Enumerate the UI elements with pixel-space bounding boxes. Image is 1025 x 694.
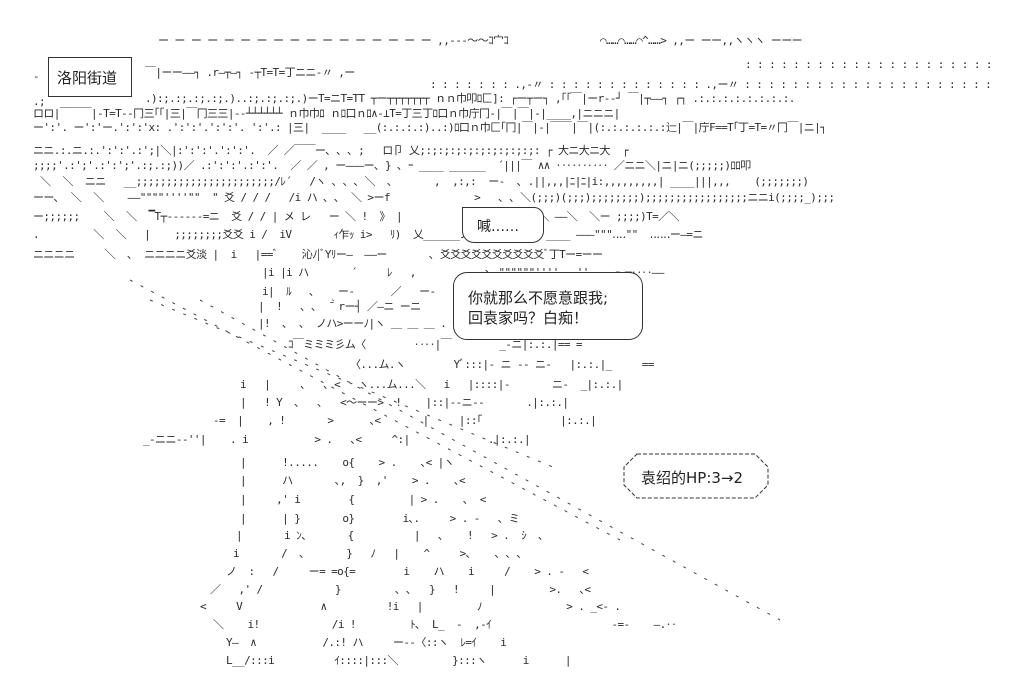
aa-art-line: ／ ,' / } ､ ､ } ! | >. ､< — [210, 583, 591, 596]
speech-line-1: 你就那么不愿意跟我; — [468, 289, 609, 307]
aa-art-line: -= | , ! > ､< | |::｢ |:.:.| — [213, 414, 597, 427]
aa-art-line: | | } o} i､. > . - ､ ミ — [240, 512, 520, 525]
aa-art-line: .; — [33, 95, 46, 108]
main-speech-bubble: 你就那么不愿意跟我; 回袁家吗？白痴！ — [453, 272, 643, 340]
location-label-box: 洛阳街道 — [48, 57, 132, 97]
slash-line — [149, 299, 561, 471]
slash-line — [199, 299, 781, 621]
aa-art-line: | !..... o{ > . ､< |ヽ — [240, 456, 455, 469]
aa-art-line: L__/:::i ｲ::::|:::＼ }:::ヽ i | — [226, 654, 572, 667]
aa-art-line: ￣|ーー――┐ .r―┬―┐ -┬T=T=丁ニニ-〃 ,ー — [145, 66, 355, 79]
aa-art-line: ＼ i! /i ! ﾄ､ L_ - ,-ｲ -=- ―.‥ — [213, 618, 677, 631]
aa-art-line: Y― ∧ /.:! ハ ー--〈::ヽ ﾚ=ｲ i — [226, 636, 507, 649]
aa-art-line: 〈...ム.ヽ Yﾞ:::|- ニ -- ニ- |:.:.|_ == — [350, 358, 654, 371]
aa-art-line: | ! ､ ､ ̄｀rー┤ ／―ニ ーニ — [258, 300, 421, 313]
aa-art-line: i / ､ } ﾉ | ^ >､ ､ ､ ､ — [233, 547, 522, 560]
aa-art-line: ノ : / ー= =o{= i ハ i / > . - < — [226, 565, 589, 578]
aa-art-line: ロロ|￣￣￣|-T=T--冂三｢｢|三|￣冂三三|--┴┴┴┴┴┴ ｎ巾巾ﾛ ｎ… — [33, 107, 620, 120]
aa-art-line: ＼ ＼ ニニ __;;;;;;;;;;;;;;;;;;;;;;;/ﾚ´ /ヽ ､… — [40, 175, 809, 188]
hp-box-frame — [623, 453, 769, 499]
aa-art-line: ニニ.:.ニ.:.':':'.:';|＼|:':':'.':':'. ／ ／￣￣… — [33, 144, 629, 157]
aa-art-line: | ハ ､, } ,' > . ､< — [240, 474, 466, 487]
aa-art-line: ー ー ー ー ー ー ー ー ー ー ー ー ー ー ー ー ー ,,---～… — [158, 34, 509, 47]
aa-art-line: ニニニニ ＼ ､ ニニニニ爻淡 | i |==ﾞ 沁ﾉ|ﾞYﾘー― ――ー ､ … — [33, 248, 603, 261]
aa-art-line: . ＼ ＼ | ;;;;;;;;爻爻 i / iV ｨ乍ｯ i> ﾘ) 乂___… — [33, 228, 703, 241]
aa-art-line: ーー､ ＼ ＼ ――""""''''"" " 爻 / / / /i ハ ､ ､ … — [33, 191, 835, 204]
aa-art-line: : : : : : : : .,-〃 : : : : : : : : : : :… — [430, 78, 992, 91]
small-bubble-text: 喊…… — [477, 219, 519, 235]
aa-art-line: ｺ￣ミミミ彡ム〈 ‥‥|￣ _-ニ|:.:.|== = — [288, 338, 583, 351]
hp-status-text: 袁绍的HP:3→2 — [641, 469, 744, 487]
aa-art-line: ⌒……⌒……⌒^……> ,,ー ーー,,ヽヽヽ ーーー — [600, 34, 803, 47]
small-speech-bubble: 喊…… — [462, 207, 544, 243]
aa-art-line: i| ﾙ ､ ー- ／ ー- — [262, 285, 436, 298]
aa-art-line: | ! Y ､ ､ <～ーー> ! |::|--ニ-- .|:.:.| — [240, 396, 569, 409]
aa-art-line: | ,' i { | > . ､ < — [240, 493, 486, 506]
aa-art-line: |! ､ ､ ノハ>ーーﾉ|ヽ ＿ ＿ ＿ . — [258, 317, 447, 330]
speech-line-2: 回袁家吗？白痴！ — [468, 309, 589, 327]
slash-line — [129, 279, 621, 541]
aa-art-line: i | ､ ､ < ヽ...ム...＼ i |::::|- ニ- _|:.:.| — [240, 378, 623, 391]
aa-art-line: _-ニニ--''| . i > . ､< ^:| .|:.:.| — [143, 433, 531, 446]
aa-art-line: - — [33, 70, 46, 83]
aa-art-line: ー':'. ー':'ー.':':'x: .':':'.':':'. ':'.: … — [33, 121, 827, 134]
location-label: 洛阳街道 — [57, 69, 118, 87]
aa-art-line: < V ∧ !i | ﾉ > . _<- . — [200, 600, 621, 613]
aa-art-line: | i ﾝ、 { | ､ ! > . ｼ ､ — [236, 529, 544, 542]
hp-status-box: 袁绍的HP:3→2 — [623, 453, 769, 499]
aa-art-line: ;;;;'.:';'.:':';'.:;.:;))／ .:':':'.:':'.… — [33, 159, 751, 172]
aa-art-line: .):;.:;.:;.:;.)..:;.:;.:;.)ーT=ニT=TT ┬ー┬┬… — [145, 92, 795, 105]
aa-art-line: : : : : : : : : : : : : : : : : : : : : … — [745, 58, 993, 71]
